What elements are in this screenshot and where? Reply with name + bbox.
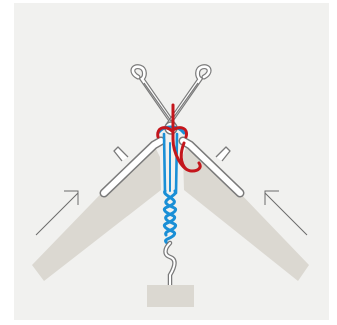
blue-loop xyxy=(156,125,186,195)
arrow-up-right-icon xyxy=(35,190,79,236)
diagram-panel xyxy=(14,3,329,320)
red-thread xyxy=(171,103,202,173)
red-thread-knot xyxy=(156,126,188,139)
left-clip-tab xyxy=(113,146,129,162)
red-thread-tail xyxy=(179,141,188,171)
left-plate xyxy=(32,141,161,281)
right-clip-tab xyxy=(215,146,231,162)
arrow-up-left-icon xyxy=(264,190,308,236)
spring-clip xyxy=(130,64,212,135)
knot-test-illustration xyxy=(14,3,329,320)
weight-block-icon xyxy=(147,285,194,307)
blue-coil xyxy=(162,189,178,245)
right-plate xyxy=(183,140,309,281)
left-clip-rail xyxy=(101,138,164,196)
